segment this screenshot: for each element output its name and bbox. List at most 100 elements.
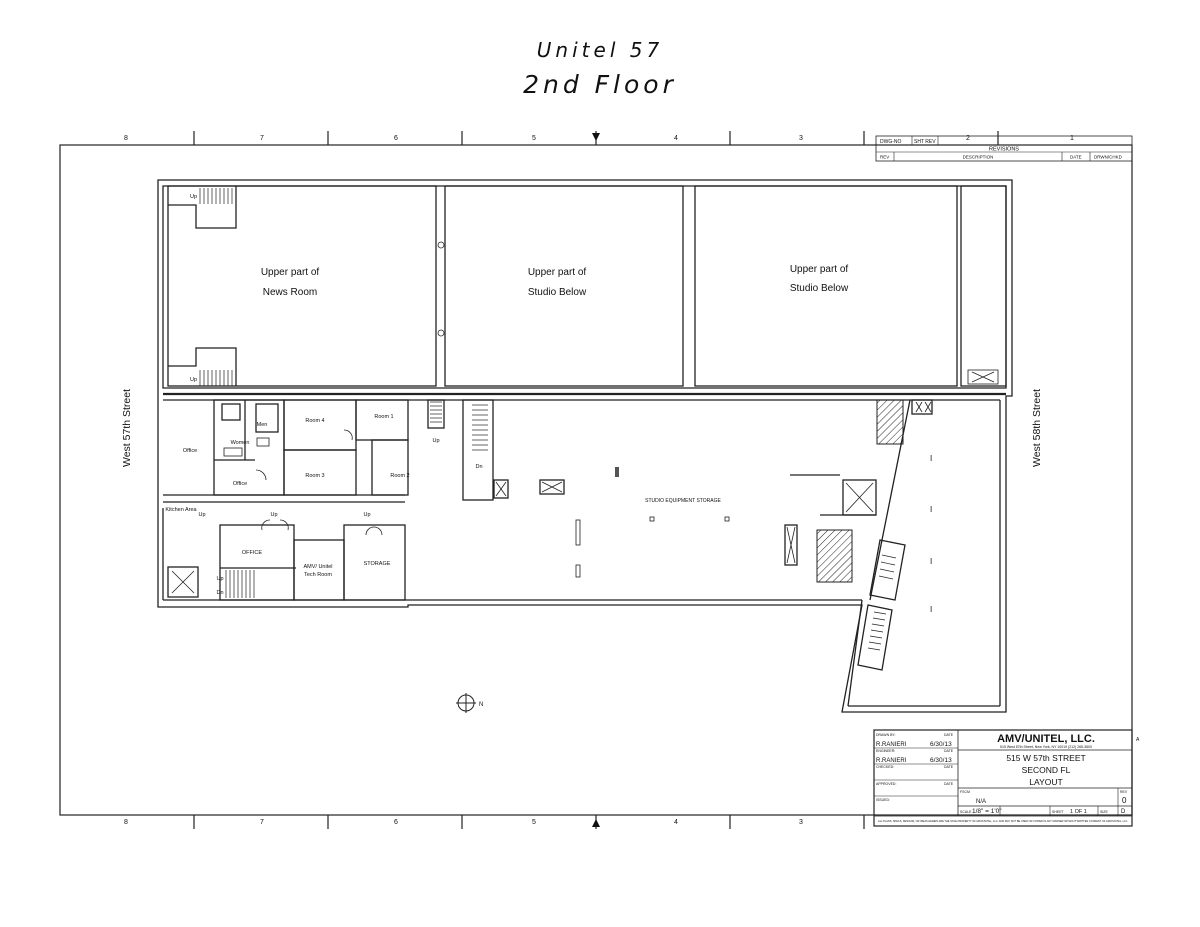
stair-up-label: Up <box>270 512 277 518</box>
room-label: Men <box>257 422 268 428</box>
date-label: DATE <box>944 782 954 786</box>
room-label: Kitchen Area <box>165 507 197 513</box>
fscm-label: FSCM <box>960 790 970 794</box>
grid-numbers-bottom: 8 7 6 5 4 3 <box>124 819 803 826</box>
engineer: R.RANIERI <box>876 758 907 764</box>
studio-storage-area <box>462 399 933 583</box>
office-block-walls <box>162 399 445 601</box>
title-line-1: 515 W 57th STREET <box>1006 753 1085 763</box>
date-label: DATE <box>944 765 954 769</box>
room-label: Room 1 <box>374 414 393 420</box>
room-label: Room 3 <box>305 473 324 479</box>
grid-numbers-top: 8 7 6 5 4 3 2 1 <box>124 135 1074 142</box>
grid-number: 7 <box>260 819 264 826</box>
room-label: Women <box>231 440 250 446</box>
col-date: DATE <box>1070 155 1082 160</box>
grid-number: 7 <box>260 135 264 142</box>
revisions-header: REVISIONS <box>989 147 1019 153</box>
copyright-notice: ALL PLANS, SPECS, DESIGNS, OR IDEAS HERE… <box>878 819 1128 823</box>
room-label: Office <box>233 481 247 487</box>
grid-number: 1 <box>1070 135 1074 142</box>
dwg-no-label: DWG-NO <box>880 139 901 145</box>
drawn-by: R.RANIERI <box>876 742 907 748</box>
room-label: Office <box>183 448 197 454</box>
grid-number: 3 <box>799 135 803 142</box>
col-drwn: DRWN/CHKD <box>1094 155 1123 160</box>
building-outline <box>157 179 1013 713</box>
grid-number: 6 <box>394 819 398 826</box>
scale-label: SCALE <box>960 810 972 814</box>
upper-stairs: Up Up <box>168 186 237 386</box>
north-label: N <box>479 702 483 708</box>
drawing-title: Unitel 57 <box>536 38 664 62</box>
drawn-by-label: DRAWN BY: <box>876 733 896 737</box>
revisions-table: DWG-NO SHT REV REVISIONS REV DESCRIPTION… <box>875 135 1133 162</box>
room-label: Upper part of <box>528 267 587 278</box>
grid-number: 5 <box>532 819 536 826</box>
stair-up-label: Up <box>216 576 223 582</box>
rev-label: REV <box>1120 790 1128 794</box>
diagonal-stair <box>857 539 906 671</box>
grid-number: 5 <box>532 135 536 142</box>
grid-number: 8 <box>124 135 128 142</box>
date-label: DATE <box>944 733 954 737</box>
grid-number: 3 <box>799 819 803 826</box>
issued-label: ISSUED: <box>876 798 890 802</box>
upper-room-labels: Upper part of News Room Upper part of St… <box>261 264 849 298</box>
room-label: Studio Below <box>528 287 587 298</box>
room-label: OFFICE <box>242 550 262 556</box>
title-line-2: SECOND FL <box>1022 765 1071 775</box>
room-label: AMV/ Unitel <box>303 564 332 570</box>
sheet-border <box>59 144 1133 816</box>
company-name: AMV/UNITEL, LLC. <box>997 733 1095 745</box>
svg-text:I: I <box>930 557 932 566</box>
engineer-date: 6/30/13 <box>930 757 952 764</box>
title-line-3: LAYOUT <box>1029 777 1062 787</box>
svg-text:I: I <box>930 605 932 614</box>
stair-up-label: Up <box>432 438 439 444</box>
office-block-labels: Men Women Office Office Room 4 Room 3 Ro… <box>165 414 482 596</box>
room-label: News Room <box>263 287 317 298</box>
date-label: DATE <box>944 749 954 753</box>
col-description: DESCRIPTION <box>963 155 994 160</box>
engineer-label: ENGINEER: <box>876 749 895 753</box>
room-label: Studio Below <box>790 283 849 294</box>
stair-up-label: Up <box>190 194 197 200</box>
grid-ticks <box>193 131 999 829</box>
west-58th-street-label: West 58th Street <box>1031 389 1043 467</box>
svg-text:I: I <box>930 454 932 463</box>
edge-letter: A <box>1136 737 1140 743</box>
room-label: Room 4 <box>305 418 324 424</box>
size-label: SIZE <box>1100 810 1108 814</box>
company-address: 515 West 57th Street, New York, NY 10019… <box>1000 745 1092 749</box>
rev-value: 0 <box>1122 796 1127 805</box>
title-block: DRAWN BY: DATE R.RANIERI 6/30/13 ENGINEE… <box>873 729 1140 827</box>
sheet-label: SHEET <box>1052 810 1065 814</box>
checked-label: CHECKED: <box>876 765 894 769</box>
svg-text:I: I <box>930 505 932 514</box>
scale-value: 1/8" = 1'0" <box>972 808 1002 815</box>
north-arrow-icon: N <box>456 693 483 713</box>
room-label: Upper part of <box>261 267 320 278</box>
grid-number: 8 <box>124 819 128 826</box>
grid-number: 6 <box>394 135 398 142</box>
room-label: Upper part of <box>790 264 849 275</box>
drawn-date: 6/30/13 <box>930 741 952 748</box>
grid-number: 2 <box>966 135 970 142</box>
room-label: Room 2 <box>390 473 409 479</box>
sht-rev-label: SHT REV <box>914 139 936 145</box>
stair-up-label: Up <box>363 512 370 518</box>
stair-up-label: Up <box>198 512 205 518</box>
grid-number: 4 <box>674 819 678 826</box>
center-arrow-up-icon <box>592 819 600 827</box>
studio-equipment-storage-label: STUDIO EQUIPMENT STORAGE <box>645 498 721 504</box>
room-label: Tech Room <box>304 572 332 578</box>
drawing-subtitle: 2nd Floor <box>523 70 677 99</box>
approved-label: APPROVED: <box>876 782 896 786</box>
sheet-value: 1 OF 1 <box>1070 809 1087 815</box>
room-label: STORAGE <box>364 561 391 567</box>
column-markers: I I I I <box>930 454 932 614</box>
fscm-value: N/A <box>976 799 986 805</box>
stair-up-label: Up <box>190 377 197 383</box>
